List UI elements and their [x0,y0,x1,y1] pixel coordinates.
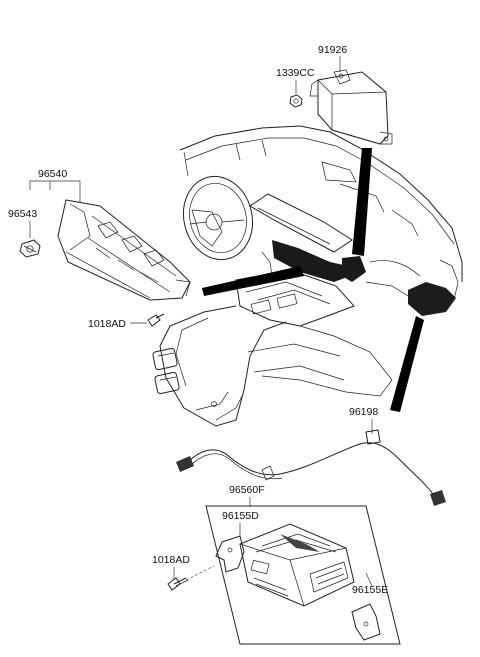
label-96543: 96543 [8,208,37,220]
label-1018ad-top: 1018AD [88,318,126,330]
label-1339cc: 1339CC [276,67,315,79]
label-1018ad-bottom: 1018AD [152,554,190,566]
label-96155e: 96155E [352,584,388,596]
screw-1018ad-bottom [167,577,189,591]
screw-alignment-line [185,565,215,581]
head-unit-96560f [239,523,355,607]
dashboard-assembly [152,125,463,427]
assembly-box-96560f [205,505,401,645]
bracket-96155e [351,603,381,641]
label-91926: 91926 [318,44,347,56]
nut-1339cc [289,94,303,108]
label-96560f: 96560F [229,484,265,496]
leader-lines [29,56,373,587]
unit-96540 [57,199,191,301]
bracket-96155d [215,535,245,573]
knob-96543 [19,239,41,258]
cable-96198 [176,429,446,506]
module-91926 [309,69,393,145]
label-96540: 96540 [38,168,67,180]
label-96155d: 96155D [222,510,259,522]
callout-arrows [202,148,424,412]
label-96198: 96198 [349,406,378,418]
screw-1018ad-top [147,313,165,327]
